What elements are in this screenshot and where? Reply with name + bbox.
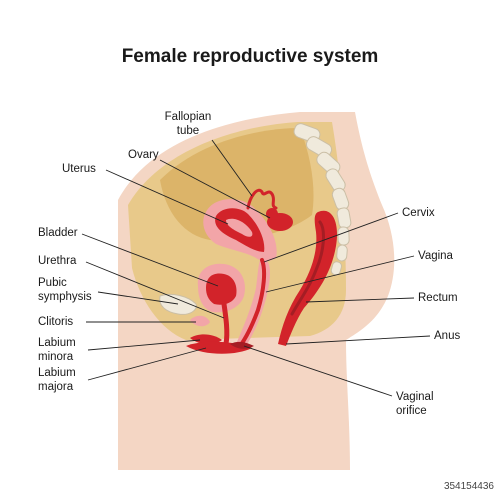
label-labium-minora: Labium minora [38, 337, 76, 363]
leader-lines [81, 139, 431, 397]
leader-labium-majora [87, 347, 207, 381]
label-clitoris: Clitoris [38, 316, 74, 328]
leader-rectum [305, 297, 415, 303]
footer-bar: 354154436 [0, 476, 500, 500]
leader-anus [285, 335, 431, 345]
page-title: Female reproductive system [121, 46, 379, 67]
leader-labium-minora [87, 339, 201, 351]
fallopian-tube-shape [246, 188, 278, 210]
leader-uterus [105, 169, 229, 225]
leader-cervix [263, 212, 399, 263]
leader-bladder [81, 233, 219, 287]
label-urethra: Urethra [38, 255, 77, 267]
label-bladder: Bladder [38, 227, 78, 239]
label-cervix: Cervix [402, 207, 435, 219]
urethra-shape [221, 301, 230, 347]
label-uterus: Uterus [62, 163, 96, 175]
vagina-shape [236, 256, 270, 346]
bladder [206, 273, 237, 305]
stock-id: 354154436 [443, 481, 494, 492]
label-vaginal-orifice: Vaginal orifice [396, 391, 434, 417]
pubic-symphysis-bone [159, 293, 197, 315]
label-labium-majora: Labium majora [38, 367, 76, 393]
leader-urethra [85, 261, 225, 319]
uterine-cavity [226, 218, 253, 237]
ovary-follicle [266, 208, 278, 220]
label-pubic-symphysis: Pubic symphysis [38, 277, 92, 303]
label-rectum: Rectum [418, 292, 458, 304]
leader-ovary [159, 159, 271, 219]
leader-fallopian-tube [211, 139, 253, 197]
label-anus: Anus [434, 330, 461, 342]
label-fallopian-tube: Fallopian tube [164, 111, 212, 137]
label-ovary: Ovary [128, 149, 159, 161]
leader-vagina [265, 255, 415, 293]
vaginal-canal [238, 258, 267, 348]
rectum-inner [290, 220, 325, 316]
leader-vaginal-orifice [243, 345, 393, 397]
clitoris-shape [190, 315, 210, 327]
leader-pubic-symphysis [97, 291, 179, 305]
label-vagina: Vagina [418, 250, 453, 262]
